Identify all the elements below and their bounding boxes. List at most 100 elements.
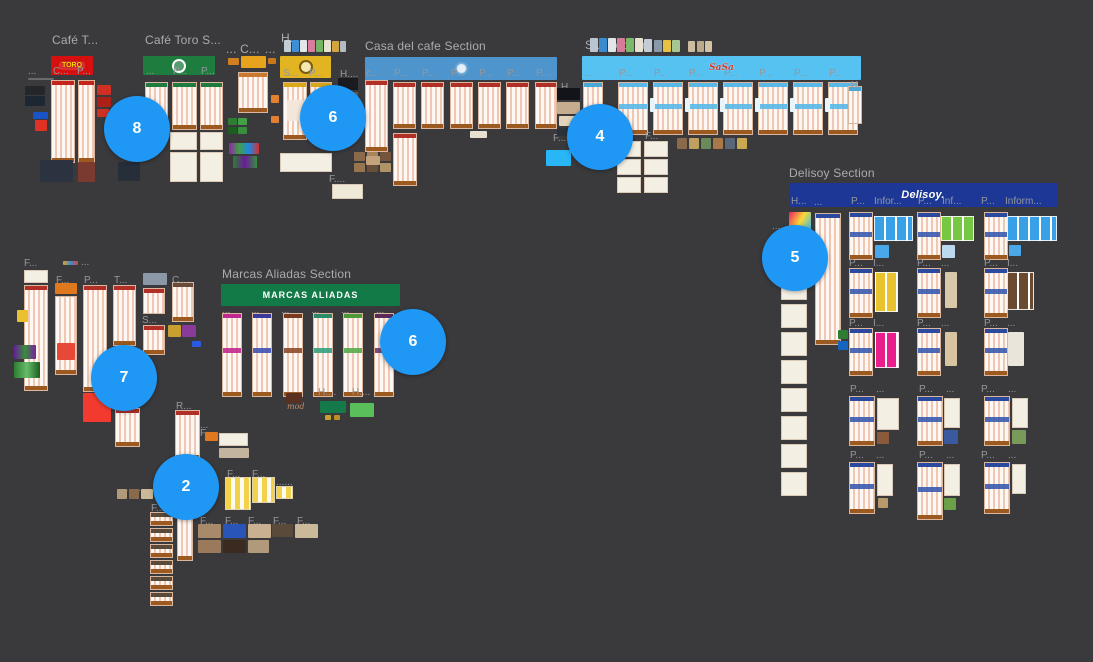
card-frame-thumbnail[interactable] [219, 433, 248, 446]
image-thumbnail[interactable] [644, 39, 652, 52]
image-thumbnail[interactable] [590, 38, 598, 52]
planogram-frame-thumbnail[interactable] [849, 462, 875, 514]
frame-name-label[interactable]: H.... [318, 387, 337, 398]
planogram-frame-thumbnail[interactable] [343, 313, 363, 397]
planogram-frame-thumbnail[interactable] [172, 82, 197, 130]
card-frame-thumbnail[interactable] [617, 159, 641, 175]
image-thumbnail[interactable] [57, 343, 75, 360]
card-frame-thumbnail[interactable] [332, 184, 363, 199]
planogram-frame-thumbnail[interactable] [450, 82, 473, 129]
swatch-thumbnail[interactable] [63, 261, 78, 265]
image-thumbnail[interactable] [286, 393, 302, 403]
planogram-frame-thumbnail[interactable] [177, 513, 193, 561]
image-thumbnail[interactable] [272, 524, 293, 537]
card-frame-thumbnail[interactable] [877, 464, 893, 496]
image-thumbnail[interactable] [697, 41, 704, 52]
frame-name-label[interactable]: P... [829, 68, 843, 79]
frame-name-label[interactable]: F... [297, 516, 311, 527]
image-thumbnail[interactable] [248, 524, 271, 538]
frame-name-label[interactable]: ... [120, 483, 128, 494]
frame-name-label[interactable]: P... [724, 68, 738, 79]
frame-name-label[interactable]: H... [561, 82, 577, 93]
image-thumbnail[interactable] [380, 163, 391, 172]
image-thumbnail[interactable] [284, 40, 291, 52]
frame-name-label[interactable]: F... [24, 258, 38, 269]
frame-name-label[interactable]: P... [918, 196, 932, 207]
frame-name-label[interactable]: ... [585, 68, 594, 79]
card-frame-thumbnail[interactable] [781, 360, 807, 384]
image-thumbnail[interactable] [228, 58, 239, 65]
frame-name-label[interactable]: ... [1008, 384, 1017, 395]
frame-name-label[interactable]: ... [200, 420, 209, 431]
planogram-frame-thumbnail[interactable] [172, 282, 194, 322]
frame-name-label[interactable]: I... [873, 258, 885, 269]
planogram-frame-thumbnail[interactable] [849, 212, 873, 260]
card-frame-thumbnail[interactable] [170, 132, 197, 150]
card-frame-thumbnail[interactable] [170, 152, 197, 182]
planogram-frame-thumbnail[interactable] [917, 462, 943, 520]
frame-name-label[interactable]: P... [850, 384, 864, 395]
info-panel-thumbnail[interactable] [1007, 272, 1034, 310]
planogram-frame-thumbnail[interactable] [175, 410, 200, 460]
image-thumbnail[interactable] [117, 489, 127, 499]
image-thumbnail[interactable] [1009, 245, 1021, 256]
frame-name-label[interactable]: P... [309, 68, 323, 79]
image-thumbnail[interactable] [271, 116, 279, 123]
image-thumbnail[interactable] [143, 273, 167, 285]
image-thumbnail[interactable] [599, 38, 607, 52]
frame-name-label[interactable]: mod [287, 402, 305, 411]
image-thumbnail[interactable] [944, 430, 958, 444]
planogram-frame-thumbnail[interactable] [78, 80, 95, 163]
planogram-frame-thumbnail[interactable] [150, 544, 173, 558]
image-thumbnail[interactable] [141, 489, 153, 499]
frame-name-label[interactable]: P... [917, 258, 931, 269]
image-thumbnail[interactable] [287, 100, 304, 121]
planogram-frame-thumbnail[interactable] [984, 328, 1008, 376]
image-thumbnail[interactable] [97, 85, 111, 95]
image-thumbnail[interactable] [324, 40, 331, 52]
frame-name-label[interactable]: ...... [276, 477, 293, 488]
frame-name-label[interactable]: ... [251, 305, 260, 316]
section-title[interactable]: ... [265, 42, 276, 56]
image-thumbnail[interactable] [238, 118, 247, 125]
image-thumbnail[interactable] [228, 118, 237, 125]
frame-name-label[interactable]: C... [172, 275, 188, 286]
image-thumbnail[interactable] [325, 415, 331, 420]
planogram-frame-thumbnail[interactable] [393, 82, 416, 129]
label-panel-thumbnail[interactable] [225, 477, 251, 510]
frame-name-label[interactable]: P... [689, 68, 703, 79]
planogram-frame-thumbnail[interactable] [984, 212, 1008, 260]
image-thumbnail[interactable] [945, 272, 957, 308]
swatch-thumbnail[interactable] [14, 345, 36, 359]
planogram-frame-thumbnail[interactable] [688, 82, 718, 135]
frame-name-label[interactable]: P... [981, 196, 995, 207]
image-thumbnail[interactable] [380, 152, 391, 161]
planogram-frame-thumbnail[interactable] [535, 82, 557, 129]
image-thumbnail[interactable] [300, 40, 307, 52]
frame-name-label[interactable]: H.... [352, 387, 371, 398]
frame-name-label[interactable]: ... [376, 305, 385, 316]
frame-name-label[interactable]: ... [81, 257, 90, 268]
image-thumbnail[interactable] [838, 341, 848, 350]
planogram-frame-thumbnail[interactable] [51, 80, 75, 163]
frame-name-label[interactable]: Inform... [1005, 196, 1042, 207]
frame-name-label[interactable]: C... [53, 66, 69, 77]
image-thumbnail[interactable] [685, 98, 690, 112]
frame-name-label[interactable]: P... [619, 68, 633, 79]
planogram-frame-thumbnail[interactable] [150, 528, 173, 542]
frame-name-label[interactable]: ... [341, 305, 350, 316]
frame-name-label[interactable]: P... [849, 258, 863, 269]
frame-name-label[interactable]: P... [173, 66, 187, 77]
comment-pin-badge[interactable]: 2 [153, 454, 219, 520]
image-thumbnail[interactable] [1012, 430, 1026, 444]
card-frame-thumbnail[interactable] [944, 464, 960, 496]
image-thumbnail[interactable] [198, 540, 221, 553]
frame-name-label[interactable]: P... [919, 450, 933, 461]
frame-name-label[interactable]: P... [851, 196, 865, 207]
image-thumbnail[interactable] [248, 540, 269, 553]
marcas-aliadas-banner[interactable]: MARCAS ALIADAS [221, 284, 400, 306]
image-thumbnail[interactable] [223, 524, 246, 538]
image-thumbnail[interactable] [219, 448, 249, 458]
image-thumbnail[interactable] [33, 112, 48, 119]
